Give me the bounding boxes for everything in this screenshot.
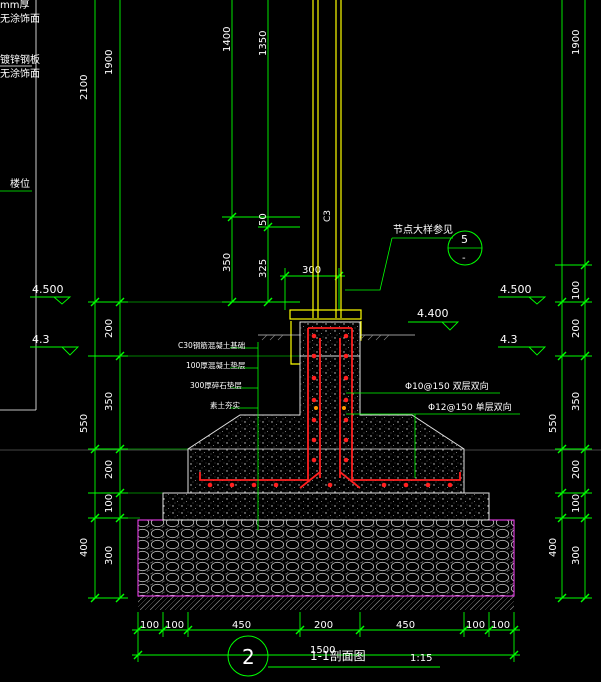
column-dim-ticks: [227, 212, 344, 307]
column-mark: C3: [323, 210, 333, 222]
dim-col-300: 300: [302, 265, 321, 276]
note-line-2: 无涂饰面: [0, 12, 40, 25]
dim-right-1900: 1900: [571, 30, 582, 55]
lean-concrete-layer: [162, 492, 490, 521]
level-marker-left-43: 4.3: [30, 333, 80, 356]
note-line-5: 楼位: [10, 177, 30, 190]
rebar: [199, 327, 461, 489]
level-marker-left-4500: 4.500: [30, 283, 72, 305]
dim-left-1900: 1900: [104, 50, 115, 75]
detail-number: 5: [461, 233, 468, 246]
label-rebar-1: Φ10@150 双层双向: [405, 380, 489, 392]
left-notes: mm厚 无涂饰面 镀锌钢板 无涂饰面 楼位: [0, 0, 601, 451]
dim-right-200: 200: [571, 319, 582, 338]
dim-right-550: 550: [548, 414, 559, 433]
node-detail-reference: 节点大样参见 5 -: [345, 223, 483, 291]
label-rebar-2: Φ12@150 单层双向: [428, 401, 512, 413]
dim-left-100: 100: [104, 494, 115, 513]
title-name: 1-1剖面图: [310, 649, 366, 663]
layer-callout-labels: C30钢筋混凝土基础 100厚混凝土垫层 300厚碎石垫层 素土夯实: [178, 340, 246, 410]
dim-bottom-s1: 100: [140, 620, 159, 631]
dim-left-400: 400: [79, 538, 90, 557]
label-layer-2: 100厚混凝土垫层: [186, 360, 246, 370]
level-marker-right-4500: 4.500: [498, 283, 547, 305]
dim-col-350: 350: [222, 253, 233, 272]
dim-bottom-s6: 100: [466, 620, 485, 631]
drawing-title: 2 1-1剖面图 1:15: [227, 635, 440, 677]
dim-left-550: 550: [79, 414, 90, 433]
label-layer-1: C30钢筋混凝土基础: [178, 340, 245, 350]
rebar-dots: [207, 333, 453, 488]
dim-col-50: 50: [258, 213, 269, 226]
dim-bottom-s5: 450: [396, 620, 415, 631]
dim-col-1350: 1350: [258, 31, 269, 56]
title-scale: 1:15: [410, 653, 432, 664]
rebar-callout-labels: Φ10@150 双层双向 Φ12@150 单层双向: [405, 380, 512, 413]
dim-right-350: 350: [571, 392, 582, 411]
dim-right-100b: 100: [571, 494, 582, 513]
rebar-callouts: [346, 392, 520, 478]
title-number: 2: [242, 645, 255, 669]
layer-callouts: [230, 342, 259, 530]
dim-col-325: 325: [258, 259, 269, 278]
right-dim-labels: 1900 100 200 350 550 200 100 400 300: [548, 30, 582, 565]
gravel-layer: [137, 519, 515, 597]
dim-right-100: 100: [571, 281, 582, 300]
dim-bottom-s2: 100: [165, 620, 184, 631]
bottom-dim-ticks: [133, 625, 519, 660]
note-line-4: 无涂饰面: [0, 67, 40, 80]
note-line-3: 镀锌钢板: [0, 53, 40, 66]
dim-right-400: 400: [548, 538, 559, 557]
label-layer-3: 300厚碎石垫层: [190, 380, 242, 390]
dim-left-200b: 200: [104, 460, 115, 479]
column-dimensions: [222, 0, 345, 310]
steel-column: [289, 0, 362, 365]
left-dimensions: [88, 0, 300, 599]
level-marker-center-4400: 4.400: [408, 307, 460, 331]
dim-bottom-s4: 200: [314, 620, 333, 631]
node-ref-label: 节点大样参见: [393, 223, 453, 236]
right-dim-ticks: [557, 260, 590, 603]
dim-left-350: 350: [104, 392, 115, 411]
dim-bottom-s3: 450: [232, 620, 251, 631]
bottom-dimensions: [132, 612, 520, 662]
svg-text:4.3: 4.3: [500, 333, 518, 346]
dim-left-200: 200: [104, 319, 115, 338]
left-dim-ticks: [90, 297, 125, 603]
svg-text:4.500: 4.500: [500, 283, 532, 296]
soil-layer: [138, 596, 514, 610]
svg-text:4.500: 4.500: [32, 283, 64, 296]
level-marker-right-43: 4.3: [498, 333, 547, 356]
ground-hatch: [261, 334, 390, 341]
column-dim-labels: 1400 1350 50 350 325 300: [222, 27, 321, 278]
dim-left-2100: 2100: [79, 75, 90, 100]
svg-text:4.3: 4.3: [32, 333, 50, 346]
dim-right-300: 300: [571, 546, 582, 565]
detail-sheet: -: [462, 253, 466, 264]
svg-text:4.400: 4.400: [417, 307, 449, 320]
dim-col-1400: 1400: [222, 27, 233, 52]
note-line-1: mm厚: [0, 0, 29, 11]
dim-left-300: 300: [104, 546, 115, 565]
dim-right-200b: 200: [571, 460, 582, 479]
dim-bottom-total: 1500: [310, 645, 335, 656]
bottom-dim-labels: 100 100 450 200 450 100 100 1500: [140, 620, 510, 656]
dim-bottom-s7: 100: [491, 620, 510, 631]
label-layer-4: 素土夯实: [210, 400, 240, 410]
left-dim-labels: 1900 2100 200 350 550 200 100 400 300: [79, 50, 115, 565]
